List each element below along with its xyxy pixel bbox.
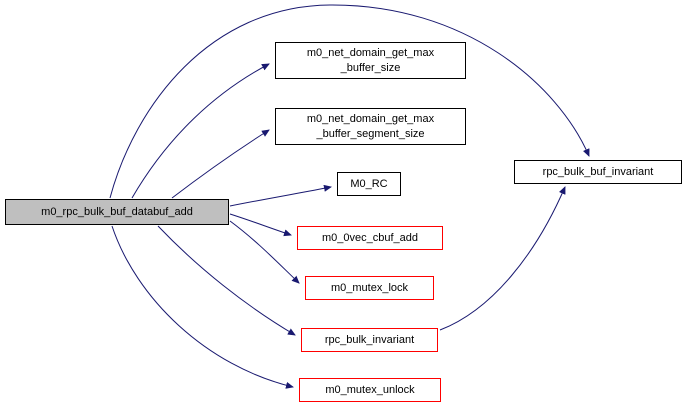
node-m0-mutex-lock[interactable]: m0_mutex_lock: [305, 276, 434, 300]
node-m0-0vec-cbuf-add[interactable]: m0_0vec_cbuf_add: [297, 226, 443, 250]
edge-main-to-rpc-bulk-buf-invariant: [109, 4, 590, 199]
node-m0-net-domain-get-max-buffer-segment-size[interactable]: m0_net_domain_get_max _buffer_segment_si…: [275, 108, 466, 145]
edge-main-to-get-max-buffer-size: [131, 63, 270, 199]
node-rpc-bulk-invariant[interactable]: rpc_bulk_invariant: [301, 328, 438, 352]
edge-main-to-m0-mutex-lock: [229, 220, 300, 284]
edge-main-to-rpc-bulk-invariant: [157, 225, 296, 336]
node-m0-rc[interactable]: M0_RC: [337, 172, 401, 196]
node-rpc-bulk-buf-invariant[interactable]: rpc_bulk_buf_invariant: [514, 160, 682, 184]
node-m0-net-domain-get-max-buffer-size[interactable]: m0_net_domain_get_max _buffer_size: [275, 42, 466, 79]
edge-main-to-m0-0vec-cbuf-add: [229, 213, 292, 237]
edge-main-to-m0-rc: [229, 184, 332, 207]
edge-main-to-get-max-buffer-segment-size: [171, 129, 270, 199]
edge-main-to-m0-mutex-unlock: [111, 225, 294, 389]
node-m0-rpc-bulk-buf-databuf-add[interactable]: m0_rpc_bulk_buf_databuf_add: [5, 199, 229, 225]
edge-rpc-bulk-invariant-to-rpc-bulk-buf-invariant: [439, 186, 566, 331]
node-m0-mutex-unlock[interactable]: m0_mutex_unlock: [299, 378, 441, 402]
